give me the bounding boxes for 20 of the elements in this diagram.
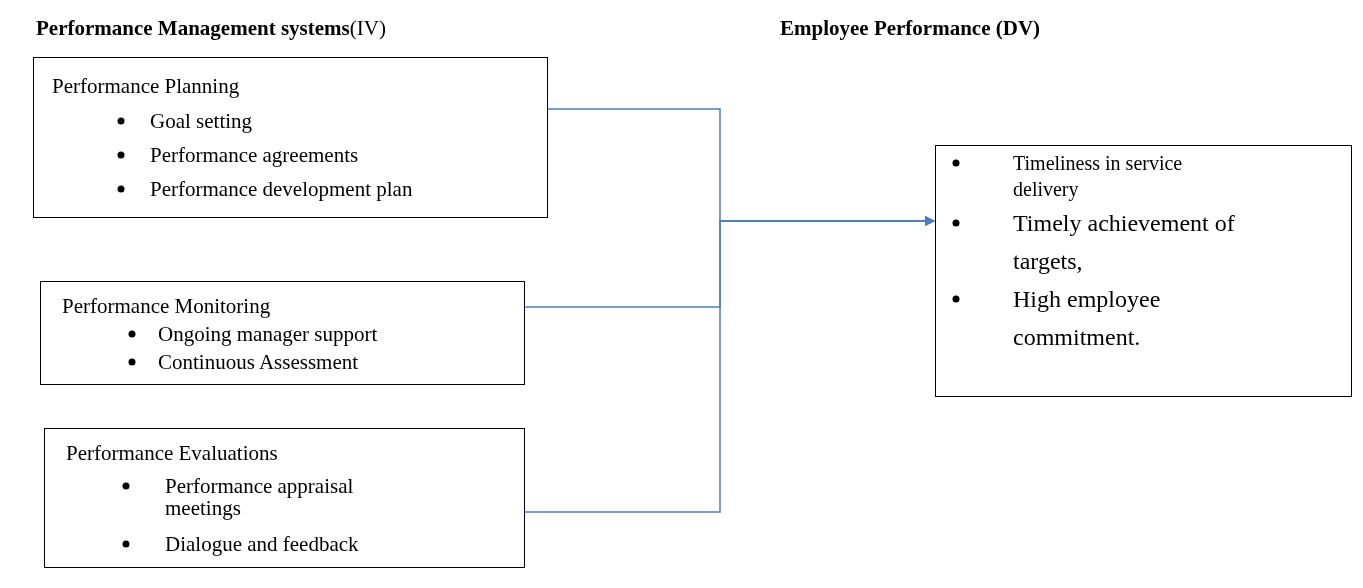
bullet-text: Performance development plan xyxy=(150,177,414,201)
bullet-text: Ongoing manager support xyxy=(158,322,379,346)
text-box xyxy=(33,57,548,218)
bullet-text: Goal setting xyxy=(150,109,254,133)
bullet-text: Timely achievement of targets, xyxy=(1013,209,1236,276)
bullet-text: Performance agreements xyxy=(150,143,360,167)
bullet-text: Timeliness in service delivery xyxy=(1013,151,1184,202)
connector-arrow xyxy=(524,216,935,513)
bullet-text: Dialogue and feedback xyxy=(165,532,360,556)
heading: Employee Performance (DV) xyxy=(780,16,1041,41)
heading: Performance Management systems(IV) xyxy=(36,16,386,41)
bullet-text: High employee commitment. xyxy=(1013,285,1162,352)
box-heading: Performance Planning xyxy=(52,74,240,98)
bullet-text: Performance appraisal meetings xyxy=(165,475,355,519)
text-box xyxy=(40,281,525,385)
text-box xyxy=(935,145,1352,397)
bullet-text: Continuous Assessment xyxy=(158,350,360,374)
box-heading: Performance Monitoring xyxy=(62,294,271,318)
text-box xyxy=(44,428,525,568)
box-heading: Performance Evaluations xyxy=(66,441,278,465)
